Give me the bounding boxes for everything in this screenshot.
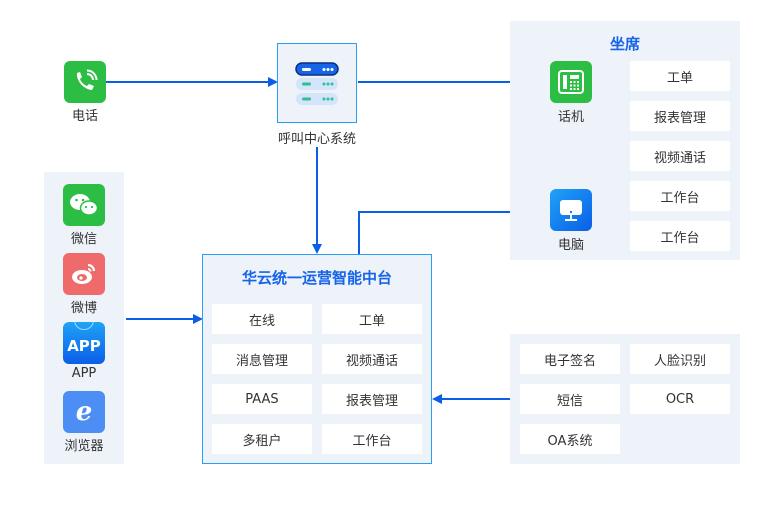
seat-feature[interactable]: 工单	[630, 61, 730, 91]
seat-feature[interactable]: 视频通话	[630, 141, 730, 171]
app-icon: APP	[63, 322, 105, 364]
platform-module[interactable]: 工作台	[322, 424, 422, 454]
call-center-label: 呼叫中心系统	[277, 132, 356, 147]
channel-label: APP	[71, 366, 97, 381]
seat-feature[interactable]: 工作台	[630, 221, 730, 251]
platform-module[interactable]: 多租户	[212, 424, 312, 454]
arrow-platform-to-computer	[358, 207, 547, 254]
channels-panel: 微信 微博 APP APP e 浏览器	[44, 172, 124, 464]
desk-phone-icon	[550, 61, 592, 103]
extension-item[interactable]: 人脸识别	[630, 344, 730, 374]
extension-item[interactable]: 短信	[520, 384, 620, 414]
app-icon-text: APP	[67, 337, 101, 355]
server-icon	[295, 62, 339, 105]
channel-label: 微博	[70, 301, 97, 316]
extension-item[interactable]: OCR	[630, 384, 730, 414]
platform-module[interactable]: 消息管理	[212, 344, 312, 374]
browser-icon: e	[63, 391, 105, 433]
extension-item[interactable]: 电子签名	[520, 344, 620, 374]
platform-module[interactable]: PAAS	[212, 384, 312, 414]
seat-feature[interactable]: 工作台	[630, 181, 730, 211]
weibo-icon	[63, 253, 105, 295]
seat-panel: 坐席 话机 电脑 工单 报表管理 视频通话 工作台 工作台	[510, 21, 740, 260]
channel-label: 微信	[70, 232, 97, 247]
extensions-panel: 电子签名 人脸识别 短信 OCR OA系统	[510, 334, 740, 464]
browser-icon-glyph: e	[75, 397, 93, 427]
computer-icon	[550, 189, 592, 231]
channel-label: 浏览器	[64, 439, 104, 454]
platform-module[interactable]: 视频通话	[322, 344, 422, 374]
phone-label: 电话	[71, 109, 98, 124]
call-center-node[interactable]	[277, 43, 357, 123]
extension-item[interactable]: OA系统	[520, 424, 620, 454]
phone-icon	[64, 61, 106, 103]
seat-feature[interactable]: 报表管理	[630, 101, 730, 131]
platform-module[interactable]: 报表管理	[322, 384, 422, 414]
platform-panel: 华云统一运营智能中台 在线 工单 消息管理 视频通话 PAAS 报表管理 多租户…	[202, 254, 432, 464]
platform-module[interactable]: 工单	[322, 304, 422, 334]
computer-label: 电脑	[557, 238, 584, 253]
platform-module[interactable]: 在线	[212, 304, 312, 334]
wechat-icon	[63, 184, 105, 226]
platform-title: 华云统一运营智能中台	[241, 269, 392, 287]
seat-title: 坐席	[609, 35, 640, 53]
desk-phone-label: 话机	[557, 110, 584, 125]
